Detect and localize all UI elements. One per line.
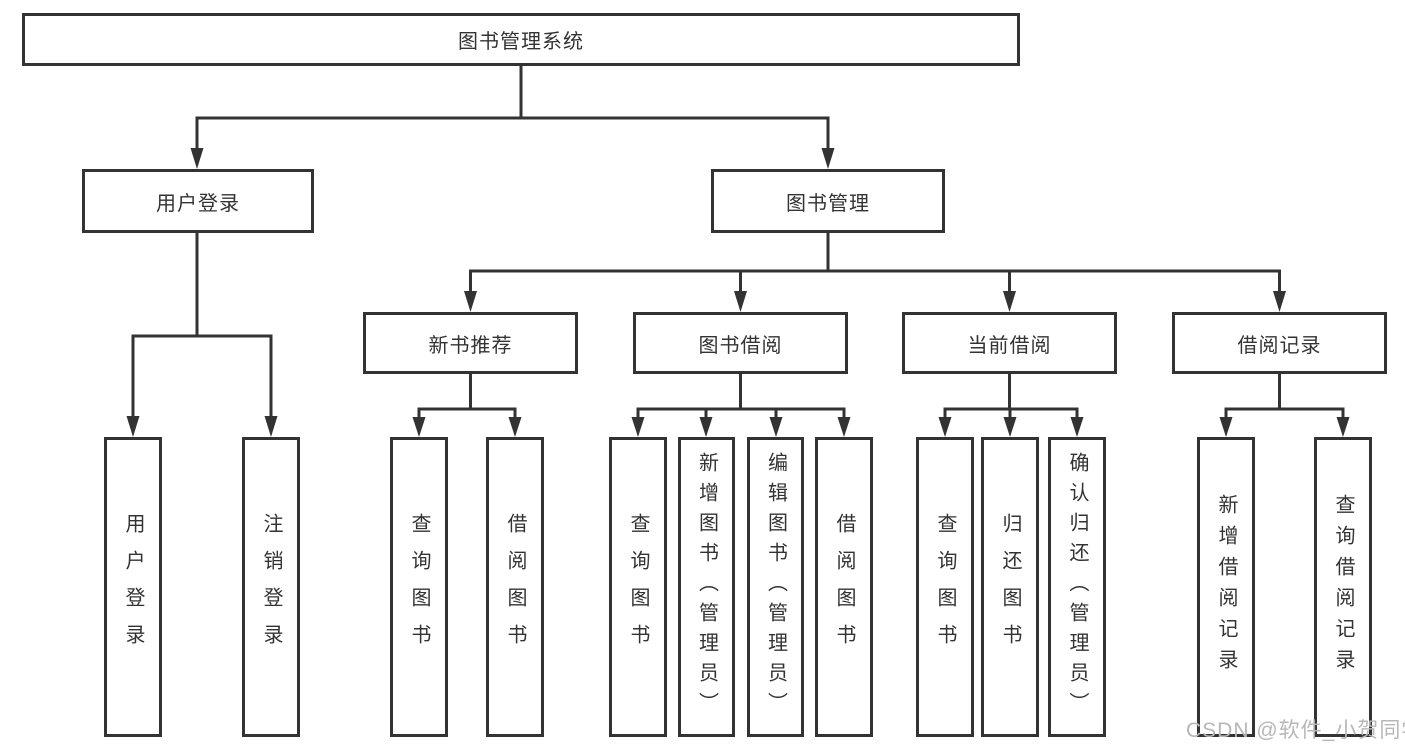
leaf-confirm-return-admin: 确认归还（管理员）: [1048, 437, 1106, 737]
leaf-borrow-books-label: 借阅图书: [833, 513, 855, 661]
leaf-query-books-current: 查询图书: [916, 437, 974, 737]
leaf-user-login-label: 用户登录: [122, 513, 144, 661]
leaf-user-login: 用户登录: [104, 437, 162, 737]
leaf-borrow-books: 借阅图书: [815, 437, 873, 737]
leaf-confirm-return-admin-label: 确认归还（管理员）: [1066, 452, 1088, 722]
csdn-watermark: CSDN @软件_小贺同学: [1186, 719, 1405, 742]
node-borrow-records: 借阅记录: [1172, 312, 1387, 374]
leaf-query-books-borrow: 查询图书: [609, 437, 667, 737]
leaf-add-book-admin: 新增图书（管理员）: [678, 437, 735, 737]
leaf-return-books: 归还图书: [981, 437, 1039, 737]
leaf-add-book-admin-label: 新增图书（管理员）: [695, 452, 718, 722]
leaf-add-borrow-record: 新增借阅记录: [1197, 437, 1255, 737]
node-book-borrow: 图书借阅: [633, 312, 848, 374]
leaf-edit-book-admin-label: 编辑图书（管理员）: [764, 452, 787, 722]
leaf-return-books-label: 归还图书: [999, 513, 1021, 661]
node-current-borrow: 当前借阅: [902, 312, 1117, 374]
node-user-login: 用户登录: [82, 169, 314, 233]
node-book-management: 图书管理: [711, 169, 945, 233]
leaf-edit-book-admin: 编辑图书（管理员）: [747, 437, 804, 737]
leaf-add-borrow-record-label: 新增借阅记录: [1215, 494, 1237, 680]
leaf-borrow-books-recommend: 借阅图书: [486, 437, 544, 737]
root-node-library-management-system: 图书管理系统: [22, 13, 1020, 66]
leaf-query-borrow-record: 查询借阅记录: [1314, 437, 1372, 737]
leaf-logout: 注销登录: [242, 437, 300, 737]
leaf-borrow-books-recommend-label: 借阅图书: [504, 513, 526, 661]
leaf-query-books-recommend-label: 查询图书: [408, 513, 430, 661]
leaf-logout-label: 注销登录: [260, 513, 282, 661]
leaf-query-books-current-label: 查询图书: [934, 513, 956, 661]
node-new-book-recommend: 新书推荐: [363, 312, 578, 374]
leaf-query-books-borrow-label: 查询图书: [627, 513, 649, 661]
leaf-query-books-recommend: 查询图书: [390, 437, 448, 737]
leaf-query-borrow-record-label: 查询借阅记录: [1332, 494, 1354, 680]
